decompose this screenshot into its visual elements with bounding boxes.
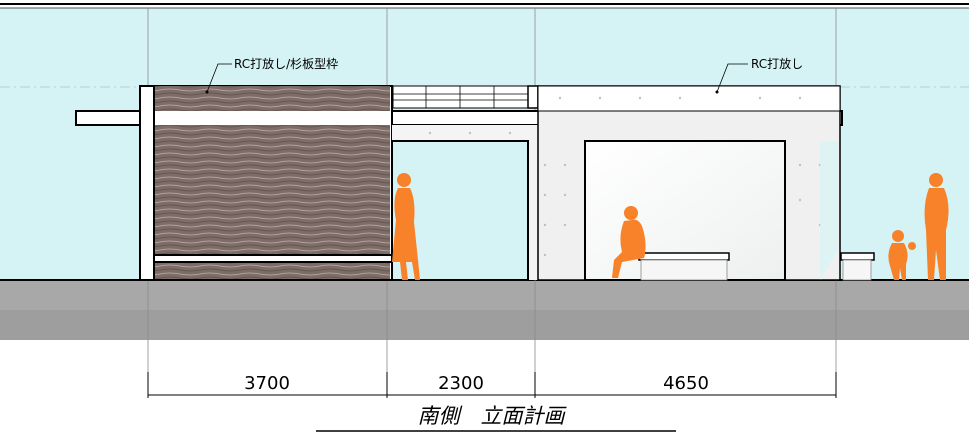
right-material-callout: RC打放し: [715, 56, 803, 94]
skylight-rail: [392, 85, 529, 109]
left-material-callout: RC打放し/杉板型枠: [205, 56, 338, 94]
person-figure-standing-left: [392, 173, 420, 280]
left-material-label: RC打放し/杉板型枠: [234, 56, 338, 71]
outdoor-bench: [840, 252, 875, 261]
right-material-label: RC打放し: [751, 56, 803, 71]
person-figure-child: [888, 230, 916, 280]
dimension-2300: 2300: [438, 373, 484, 394]
dimension-3700: 3700: [244, 373, 290, 394]
person-figure-adult-right: [924, 173, 949, 280]
dimension-4650: 4650: [663, 373, 709, 394]
bench: [638, 252, 730, 261]
dimension-line: [147, 372, 837, 398]
drawing-title: 南側 立面計画: [418, 404, 568, 428]
person-figure-seated: [612, 206, 646, 278]
